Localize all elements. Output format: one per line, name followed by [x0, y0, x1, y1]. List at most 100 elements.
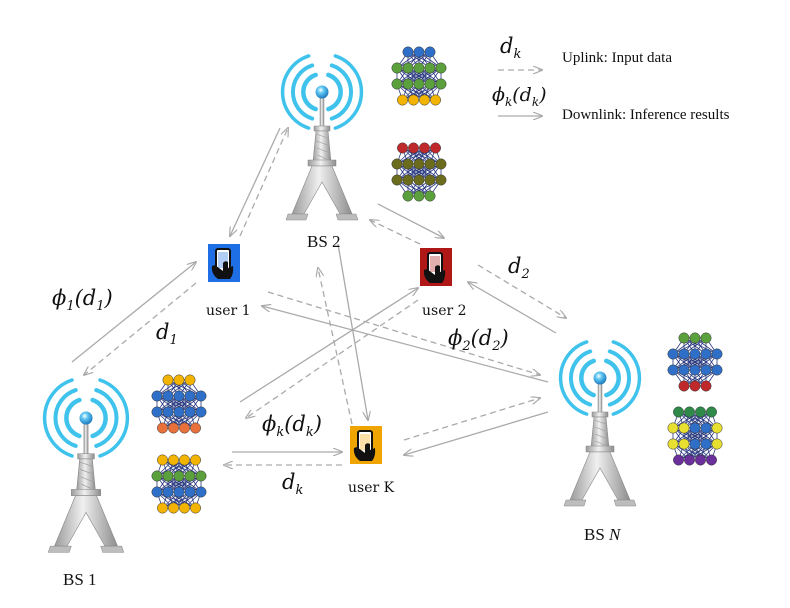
nn-edge: [672, 427, 707, 445]
tower-mast: [319, 97, 325, 129]
nn-node: [413, 190, 425, 202]
nn-node: [173, 486, 185, 498]
nn-node: [678, 364, 690, 376]
nn-node: [402, 190, 414, 202]
nn-node: [689, 380, 701, 392]
nn-node: [711, 348, 723, 360]
nn-node: [667, 422, 679, 434]
uplink-user1-bsn: [267, 291, 540, 375]
bsn-tower-icon: [558, 340, 642, 507]
uplink-user1-bs1: [84, 282, 197, 375]
nn-node: [700, 438, 712, 450]
nn-node: [195, 406, 207, 418]
antenna-orb: [79, 411, 93, 425]
nn-edge: [156, 379, 191, 397]
downlink-bs2-user2: [377, 203, 444, 238]
signal-wave-right: [98, 378, 130, 458]
tower-mast: [83, 424, 89, 457]
tower-platform: [591, 411, 609, 418]
neural-network-icon: [667, 332, 723, 392]
nn-node: [711, 438, 723, 450]
nn-edge: [683, 369, 718, 387]
tower-brace: [594, 433, 606, 439]
signal-wave-left: [42, 378, 74, 458]
nn-node: [413, 78, 425, 90]
nn-node: [424, 158, 436, 170]
tower-mid: [590, 416, 610, 449]
uplink-user2-bs2: [370, 220, 421, 245]
nn-node: [190, 422, 201, 434]
nn-edge: [396, 67, 431, 85]
nn-node: [424, 190, 436, 202]
tower-mid: [76, 458, 96, 492]
nn-node: [184, 390, 196, 402]
nn-node: [689, 364, 701, 376]
nn-node: [689, 422, 701, 434]
nn-node: [173, 374, 185, 386]
nn-node: [695, 406, 706, 418]
nn-node: [391, 78, 403, 90]
signal-wave-right: [329, 63, 354, 121]
phone-screen: [218, 252, 228, 268]
tower-legs: [54, 495, 118, 547]
nn-edge: [396, 163, 431, 181]
tower-brace: [316, 140, 328, 146]
nn-node: [678, 422, 690, 434]
tower-brace: [593, 419, 607, 425]
nn-node: [184, 374, 196, 386]
nn-node: [424, 62, 436, 74]
tower-brace: [315, 133, 329, 139]
uplink-user1-bs2: [239, 128, 288, 237]
nn-node: [435, 78, 447, 90]
nn-node: [711, 364, 723, 376]
nn-node: [706, 454, 717, 466]
nn-node: [179, 454, 190, 466]
nn-node: [391, 62, 403, 74]
bsn-label: BS N: [584, 525, 621, 544]
nn-node: [179, 422, 190, 434]
user1-label: user 1: [206, 303, 251, 319]
phik-dk-label: ϕk(dk): [262, 412, 322, 441]
nn-node: [700, 422, 712, 434]
legend-downlink-symbol: ϕk(dk): [492, 84, 547, 109]
nn-node: [168, 422, 179, 434]
nn-node: [667, 348, 679, 360]
downlink-bs1-user2: [239, 288, 418, 403]
signal-wave-right: [611, 340, 642, 416]
nn-edge: [683, 427, 718, 445]
phi1-d1-label: ϕ1(d1): [52, 286, 113, 315]
nn-node: [408, 142, 419, 154]
tower-brace: [79, 461, 93, 467]
nn-node: [190, 454, 201, 466]
tower-deck: [71, 489, 101, 496]
user2-phone-icon: [420, 248, 452, 286]
signal-wave-left: [280, 54, 311, 130]
legend-downlink-text: Downlink: Inference results: [562, 107, 730, 123]
nn-node: [157, 502, 168, 514]
nn-node: [419, 94, 430, 106]
tower-brace: [317, 154, 327, 160]
nn-node: [673, 454, 684, 466]
nn-node: [179, 502, 190, 514]
nn-node: [195, 390, 207, 402]
nn-node: [678, 348, 690, 360]
userk-label: user K: [348, 480, 395, 496]
user2-label: user 2: [422, 303, 467, 319]
nn-node: [195, 486, 207, 498]
nn-node: [408, 94, 419, 106]
legend-uplink-text: Uplink: Input data: [562, 50, 672, 66]
signal-wave-left: [290, 63, 315, 121]
neural-network-icon: [151, 374, 207, 434]
nn-node: [168, 454, 179, 466]
neural-network-icon: [667, 406, 723, 466]
tower-foot-right: [100, 545, 125, 553]
nn-node: [413, 158, 425, 170]
nn-node: [173, 390, 185, 402]
tower-brace: [80, 476, 92, 482]
nn-node: [689, 332, 701, 344]
uplink-user2-bsn: [477, 264, 566, 318]
signal-wave-left: [64, 397, 82, 439]
nn-node: [168, 502, 179, 514]
tower-foot-left: [47, 545, 72, 553]
